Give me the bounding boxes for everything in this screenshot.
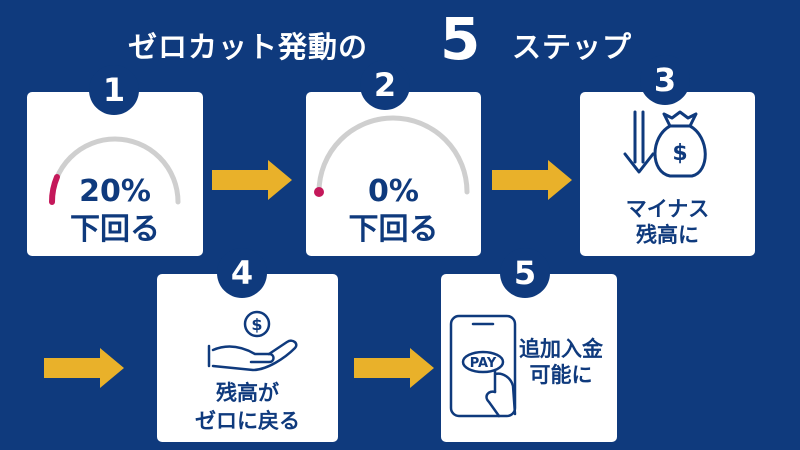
step-1-card: 20% 下回る <box>27 92 203 256</box>
pay-label: PAY <box>470 356 497 371</box>
title-prefix: ゼロカット発動の <box>128 30 369 64</box>
step-2-text: 下回る <box>348 212 439 247</box>
step-3-line2: 残高に <box>636 223 699 247</box>
gauge-level <box>48 174 60 205</box>
step-1-badge: 1 <box>89 65 139 115</box>
step-1-text: 下回る <box>70 212 160 247</box>
svg-text:$: $ <box>672 141 687 166</box>
hand-coin-icon: $ <box>207 310 298 372</box>
step-5-line2: 可能に <box>529 363 593 387</box>
step-4-card: $ 残高が ゼロに戻る <box>157 274 338 442</box>
step-5-badge: 5 <box>500 248 550 298</box>
phone-pay-icon: PAY <box>449 314 517 418</box>
step-3-card: $ マイナス 残高に <box>580 92 755 256</box>
title-suffix: ステップ <box>512 30 633 64</box>
step-4-line2: ゼロに戻る <box>195 409 300 433</box>
step-2-card: 0% 下回る <box>306 92 481 256</box>
step-5-card: PAY 追加入金 可能に <box>441 274 617 442</box>
step-4-line1: 残高が <box>216 381 279 405</box>
gauge-level <box>314 187 324 197</box>
arrow-right-icon <box>44 348 124 388</box>
arrow-right-icon <box>354 348 434 388</box>
svg-text:$: $ <box>251 315 262 334</box>
arrow-right-icon <box>492 160 572 200</box>
step-3-line1: マイナス <box>625 197 710 221</box>
down-arrow-money-bag-icon: $ <box>623 110 707 178</box>
step-2-value: 0% <box>368 174 419 209</box>
arrow-right-icon <box>212 160 292 200</box>
title-number: 5 <box>440 5 481 73</box>
step-1-value: 20% <box>79 174 151 209</box>
step-3-badge: 3 <box>640 55 690 105</box>
step-4-badge: 4 <box>217 248 267 298</box>
gauge-icon <box>314 115 470 197</box>
step-2-badge: 2 <box>360 60 410 110</box>
page-title: ゼロカット発動の 5 ステップ <box>0 8 800 74</box>
gauge-icon <box>48 136 181 205</box>
step-5-line1: 追加入金 <box>519 337 603 361</box>
gauge-track <box>316 115 470 195</box>
